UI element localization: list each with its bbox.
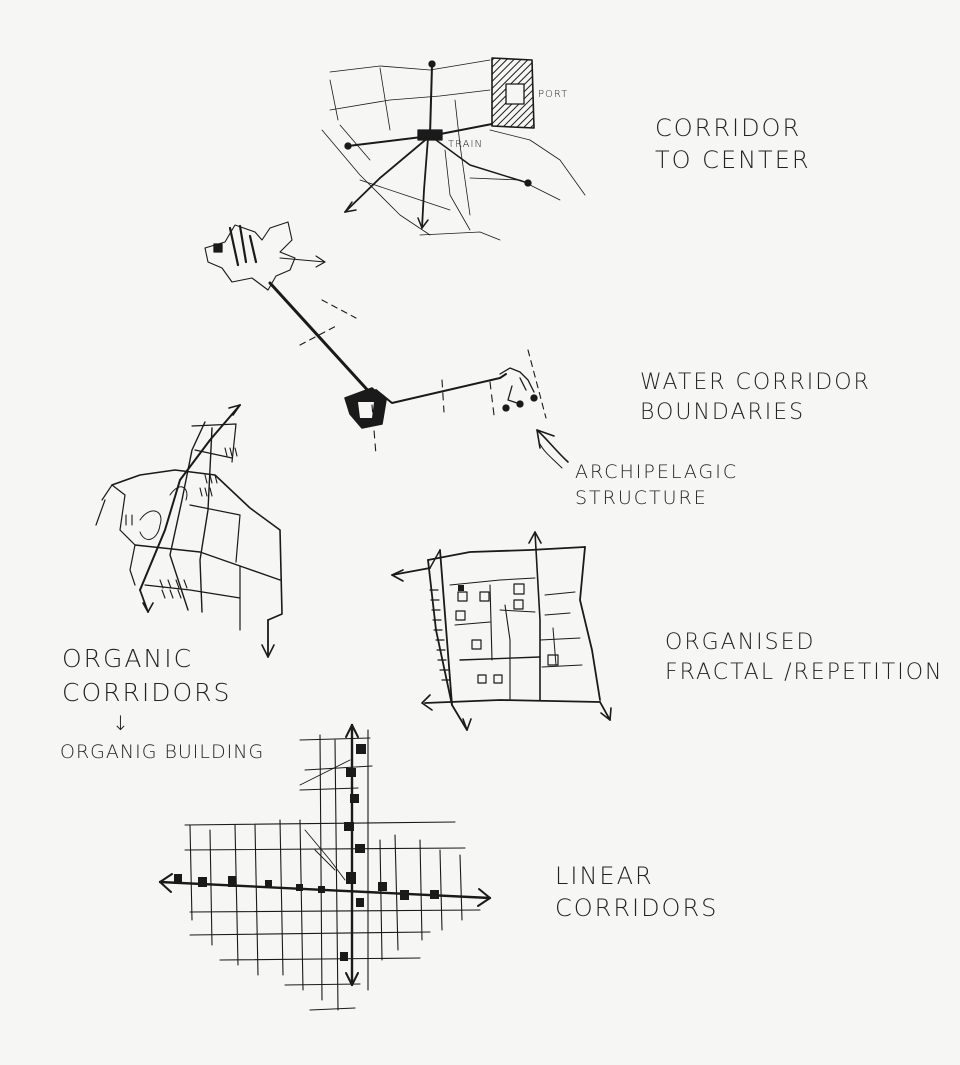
organic-arrow-icon: ↓: [112, 711, 131, 735]
organised-fractal-title-line2: FRACTAL /REPETITION: [665, 659, 944, 685]
linear-corridors-sketch: [158, 723, 492, 1011]
archipelagic-note: ARCHIPELAGIC STRUCTURE: [575, 460, 738, 511]
water-corridor-title-line1: WATER CORRIDOR: [640, 370, 871, 395]
organic-corridors-sketch: [95, 404, 283, 658]
organised-fractal-sketch: [391, 531, 612, 731]
organised-fractal-title-line1: ORGANISED: [665, 630, 816, 655]
water-corridor-title: WATER CORRIDOR BOUNDARIES: [640, 368, 871, 427]
water-corridor-title-line2: BOUNDARIES: [640, 399, 806, 425]
port-label: PORT: [538, 89, 569, 100]
organic-corridors-title: ORGANIC CORRIDORS: [62, 642, 231, 710]
archipelagic-note-line2: STRUCTURE: [575, 486, 708, 509]
organic-corridors-title-line2: CORRIDORS: [62, 677, 232, 707]
corridor-to-center-title-line2: TO CENTER: [655, 146, 811, 175]
linear-corridors-title-line1: LINEAR: [555, 862, 654, 890]
corridor-to-center-title: CORRIDOR TO CENTER: [655, 112, 811, 177]
corridor-to-center-title-line1: CORRIDOR: [655, 114, 802, 142]
water-corridor-sketch: [204, 221, 569, 469]
linear-corridors-title: LINEAR CORRIDORS: [555, 860, 718, 925]
linear-corridors-title-line2: CORRIDORS: [555, 894, 719, 923]
organic-building-subtitle: ORGANIG BUILDING: [60, 741, 265, 763]
organised-fractal-title: ORGANISED FRACTAL /REPETITION: [665, 628, 944, 687]
corridor-to-center-sketch: [321, 57, 586, 241]
train-label: TRAIN: [448, 139, 483, 150]
archipelagic-note-line1: ARCHIPELAGIC: [575, 461, 739, 483]
organic-corridors-title-line1: ORGANIC: [62, 644, 194, 673]
